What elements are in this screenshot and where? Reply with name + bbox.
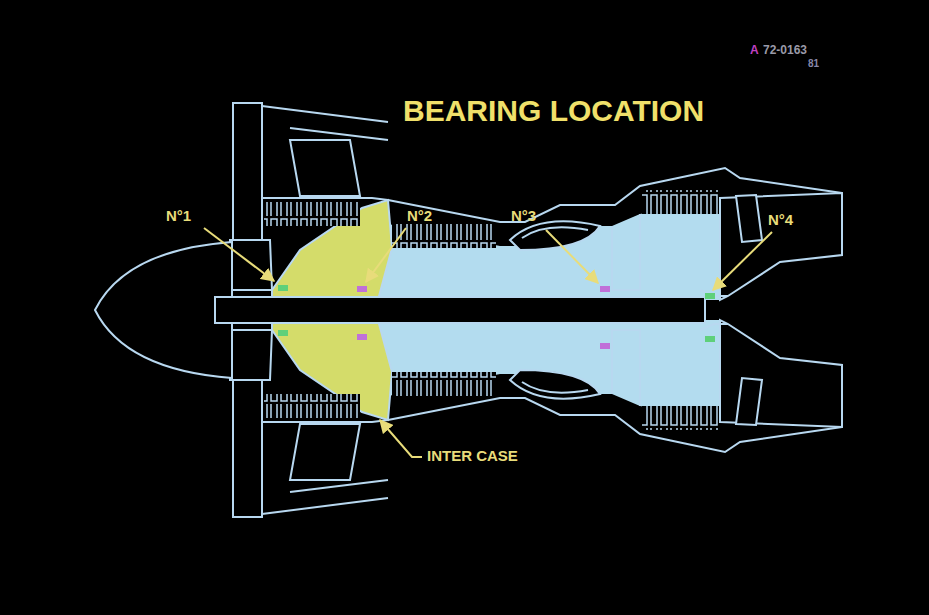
exhaust-strut xyxy=(736,195,762,242)
callout-number: N°2 xyxy=(407,208,432,225)
nacelle xyxy=(290,128,388,140)
bearing-2 xyxy=(357,334,367,340)
reference-code: 72-0163 xyxy=(763,44,807,57)
leader-line xyxy=(366,228,406,282)
exhaust-cone xyxy=(720,193,842,300)
leader-line xyxy=(380,420,422,457)
fan-hub xyxy=(230,240,272,290)
part-name: INTER CASE xyxy=(427,448,518,465)
splitter xyxy=(262,198,388,200)
bearing-3 xyxy=(600,286,610,292)
callout-number: N°4 xyxy=(768,212,793,229)
bearing-2 xyxy=(357,286,367,292)
reference-code: A xyxy=(750,44,759,57)
leader-line xyxy=(546,230,598,283)
leader-line xyxy=(204,228,274,281)
bearing-1 xyxy=(278,330,288,336)
nacelle xyxy=(262,106,388,122)
bearing-4 xyxy=(705,336,715,342)
callout-number: N°1 xyxy=(166,208,191,225)
bearing-3 xyxy=(600,343,610,349)
fan-blade xyxy=(233,103,262,250)
engine-half xyxy=(230,103,842,300)
bearing-1 xyxy=(278,285,288,291)
callout-number: N°3 xyxy=(511,208,536,225)
spinner xyxy=(95,242,232,378)
bearing-4 xyxy=(705,293,715,299)
outlet-guide-vane xyxy=(290,140,360,196)
shaft xyxy=(215,297,705,323)
leader-lines xyxy=(204,228,772,457)
combustor xyxy=(510,221,600,250)
leader-line xyxy=(713,232,772,290)
booster-blades xyxy=(264,202,360,226)
combustor-liner xyxy=(522,227,588,238)
compressor-blades xyxy=(392,224,496,248)
engine-half-mirror xyxy=(230,320,842,517)
title: BEARING LOCATION xyxy=(403,94,704,127)
turbine-blades xyxy=(642,190,720,214)
reference-code: 81 xyxy=(808,58,819,69)
turbine-disk xyxy=(612,214,640,290)
